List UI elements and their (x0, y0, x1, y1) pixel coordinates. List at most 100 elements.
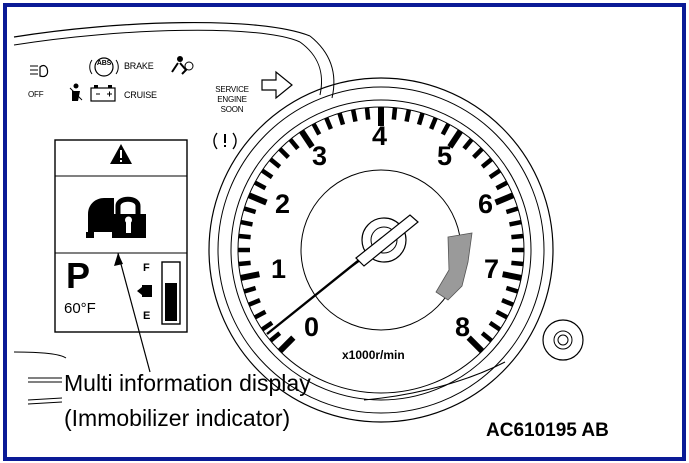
housing-top-line (13, 21, 311, 38)
tach-number-1: 1 (271, 254, 287, 284)
tach-tick (238, 233, 251, 240)
callout-line (117, 252, 151, 373)
tach-tick (260, 168, 274, 180)
airbag-icon (171, 56, 194, 75)
tach-tick (240, 271, 260, 281)
headlight-icon (30, 64, 49, 78)
tach-tick (260, 320, 274, 332)
soon-line: SOON (220, 105, 244, 114)
tach-tick (238, 260, 251, 267)
fuel-full-label: F (143, 262, 150, 274)
tach-number-6: 6 (478, 189, 494, 219)
tach-tick (488, 320, 502, 332)
gear-indicator: P (66, 255, 91, 296)
tach-tick (269, 157, 282, 169)
trip-knob-inner (553, 330, 573, 350)
tach-tick (277, 335, 296, 354)
figure-code: AC610195 AB (486, 420, 609, 441)
battery-icon (90, 85, 116, 102)
service-engine-soon-label: SERVICE ENGINE SOON (210, 85, 254, 115)
tach-tick (511, 233, 524, 240)
brake-label: BRAKE (124, 61, 154, 71)
tach-tick (364, 107, 371, 120)
needle-hub-inner (370, 226, 398, 254)
tach-tick (502, 271, 522, 281)
tach-number-4: 4 (372, 121, 388, 151)
tach-tick (248, 298, 261, 307)
tach-tick (509, 219, 522, 227)
fuel-pump-icon (142, 285, 152, 297)
tach-tick (337, 112, 346, 126)
tach-tick (288, 138, 300, 151)
tach-outer-ring-2 (217, 86, 545, 414)
trip-knob (542, 319, 584, 361)
tach-tick (243, 285, 257, 294)
tach-tick (488, 168, 502, 180)
tach-tick (324, 117, 333, 130)
tach-tick (350, 109, 358, 122)
abs-badge: ABS (96, 60, 112, 67)
tach-tick (253, 180, 267, 191)
cruise-label: CRUISE (124, 90, 157, 100)
tach-tick (404, 109, 412, 122)
tach-tick (429, 117, 438, 130)
redline-zone (435, 232, 473, 301)
engine-line: ENGINE (217, 95, 247, 104)
fog-light-label: OFF (28, 90, 44, 99)
tach-number-0: 0 (304, 312, 320, 342)
tach-tick (505, 206, 519, 215)
tach-tick (505, 285, 519, 294)
tach-number-8: 8 (455, 312, 471, 342)
fuel-door-arrow-icon (137, 287, 142, 295)
tach-tick (243, 206, 257, 215)
check-engine-icon (213, 132, 237, 150)
warning-dot (120, 160, 122, 162)
seatbelt-icon (69, 83, 83, 101)
tach-tick (247, 192, 268, 206)
turn-signal-arrow-icon (261, 70, 293, 100)
tach-tick (494, 192, 515, 206)
tach-tick (466, 335, 485, 354)
tach-ticks (238, 107, 524, 354)
tach-tick (480, 331, 493, 343)
tach-tick (278, 147, 290, 159)
tach-outer-ring (208, 77, 554, 423)
housing-cowl-line (299, 41, 323, 96)
fuel-empty-label: E (143, 310, 151, 322)
abs-warning-icon (89, 57, 119, 77)
immobilizer-icon (86, 196, 146, 238)
tach-tick (495, 309, 509, 320)
tach-tick (447, 129, 463, 149)
warning-mark (120, 150, 122, 158)
tach-tick (501, 298, 514, 307)
caption-line-2: (Immobilizer indicator) (64, 405, 291, 431)
housing-edge-lines (27, 377, 63, 405)
tach-tick (511, 260, 524, 267)
tach-tick (462, 138, 474, 151)
tach-tick (240, 219, 253, 227)
tach-number-5: 5 (437, 141, 453, 171)
tach-number-7: 7 (484, 254, 500, 284)
tach-tick (391, 107, 398, 120)
service-line: SERVICE (215, 85, 249, 94)
housing-lower-curve (363, 361, 506, 401)
tach-tick (253, 309, 267, 320)
housing-cowl-line-outer (309, 35, 335, 99)
tach-tick (416, 112, 425, 126)
tach-bezel (230, 99, 532, 401)
tach-tick (472, 147, 484, 159)
housing-top-line-inner (13, 29, 301, 46)
tach-tick (299, 129, 315, 149)
trip-knob-center (557, 334, 569, 346)
tach-unit-label: x1000r/min (342, 348, 405, 362)
callout-arrowhead (114, 253, 123, 266)
temperature-readout: 60°F (64, 300, 96, 317)
tach-tick (495, 180, 509, 191)
housing-bottom-line (13, 351, 67, 359)
fuel-level-bar (165, 283, 177, 321)
tach-tick (269, 331, 282, 343)
tach-number-2: 2 (275, 189, 291, 219)
tach-number-3: 3 (312, 141, 328, 171)
tach-tick (311, 122, 322, 136)
